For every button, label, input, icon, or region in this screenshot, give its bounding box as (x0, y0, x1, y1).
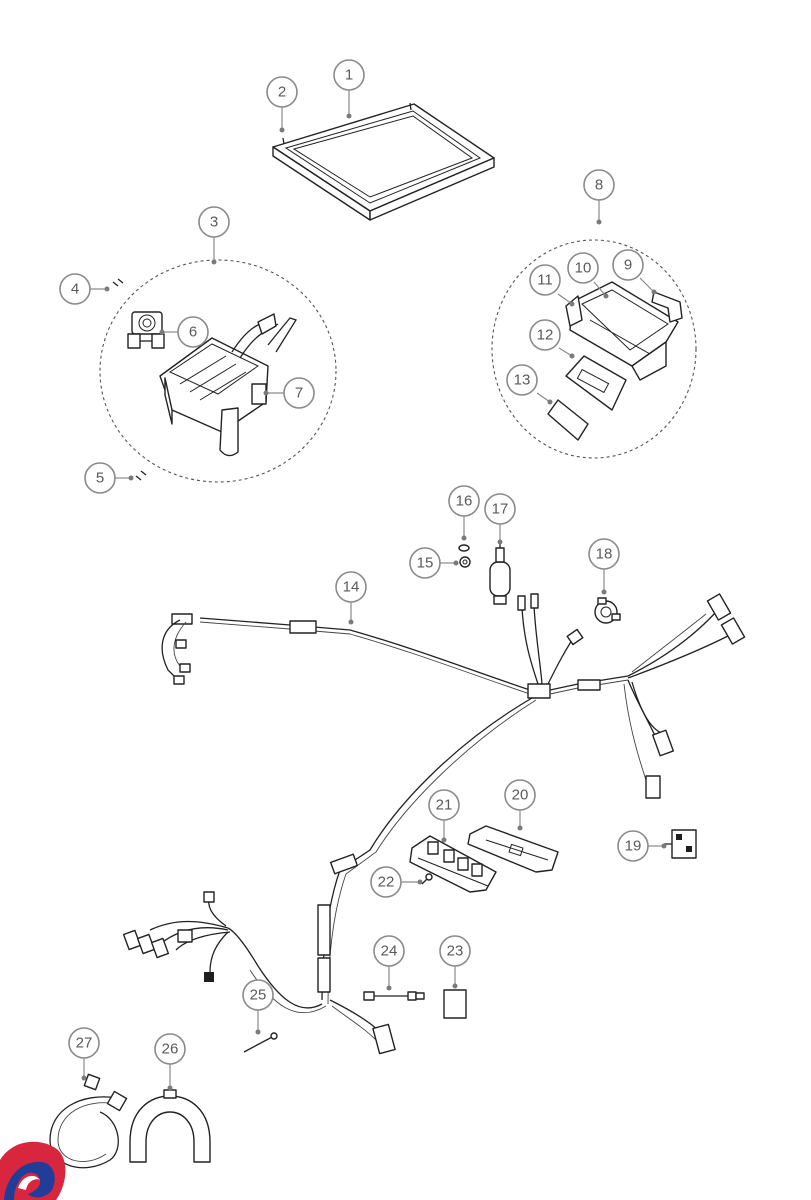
callout-10: 10 (567, 252, 599, 284)
part-label-23[interactable] (443, 989, 467, 1019)
part-main-wire-harness[interactable] (122, 593, 746, 1055)
part-screw-4[interactable] (112, 278, 124, 287)
svg-text:19: 19 (625, 838, 642, 855)
svg-text:18: 18 (596, 546, 613, 563)
part-bracket-9[interactable] (651, 291, 683, 323)
callout-5: 5 (84, 462, 116, 494)
svg-text:12: 12 (537, 327, 554, 344)
part-inlet-hose-27[interactable] (49, 1073, 128, 1169)
svg-text:11: 11 (537, 272, 553, 289)
svg-text:1: 1 (345, 67, 353, 84)
svg-text:8: 8 (595, 177, 603, 194)
callout-23: 23 (439, 935, 471, 967)
svg-text:13: 13 (514, 372, 531, 389)
svg-text:20: 20 (512, 787, 529, 804)
svg-text:26: 26 (162, 1041, 179, 1058)
svg-text:23: 23 (447, 943, 464, 960)
svg-text:7: 7 (295, 385, 303, 402)
part-top-panel[interactable] (272, 103, 495, 221)
callout-20: 20 (504, 779, 536, 811)
part-top-panel-screws[interactable] (282, 102, 412, 145)
part-transport-bracket-26[interactable] (129, 1089, 211, 1163)
callout-13: 13 (506, 364, 538, 396)
callout-1: 1 (333, 59, 365, 91)
svg-text:22: 22 (378, 874, 395, 891)
group-8-boundary (491, 239, 697, 459)
svg-text:9: 9 (624, 257, 632, 274)
part-pressure-switch-18[interactable] (594, 597, 621, 624)
callout-8: 8 (583, 169, 615, 201)
callout-4: 4 (59, 273, 91, 305)
svg-text:17: 17 (492, 501, 509, 518)
part-screw-22[interactable] (421, 873, 433, 885)
callout-11: 11 (529, 264, 561, 296)
callout-25: 25 (242, 979, 274, 1011)
callout-3: 3 (198, 206, 230, 238)
part-tie-25[interactable] (243, 1032, 278, 1053)
callout-27: 27 (68, 1027, 100, 1059)
callout-24: 24 (373, 935, 405, 967)
svg-text:16: 16 (456, 493, 473, 510)
svg-text:2: 2 (278, 84, 286, 101)
part-water-inlet-valve[interactable] (127, 311, 165, 349)
part-control-panel[interactable] (569, 281, 679, 381)
callout-14: 14 (335, 571, 367, 603)
svg-text:15: 15 (417, 555, 434, 572)
callout-2: 2 (266, 76, 298, 108)
callout-17: 17 (484, 493, 516, 525)
svg-text:10: 10 (575, 260, 592, 277)
svg-text:14: 14 (343, 579, 360, 596)
callout-22: 22 (370, 866, 402, 898)
callout-15: 15 (409, 547, 441, 579)
part-washer-16[interactable] (458, 544, 470, 552)
callout-16: 16 (448, 485, 480, 517)
svg-text:27: 27 (76, 1035, 93, 1052)
part-screw-5[interactable] (135, 470, 147, 481)
svg-text:21: 21 (436, 797, 453, 814)
callout-26: 26 (154, 1033, 186, 1065)
group-3-boundary (99, 259, 337, 483)
part-relay-19[interactable] (664, 829, 697, 859)
svg-text:24: 24 (381, 943, 398, 960)
brand-swirl-logo-icon (0, 1141, 66, 1200)
callout-19: 19 (617, 830, 649, 862)
part-capacitor-17[interactable] (489, 540, 511, 605)
leader-lines (81, 90, 667, 1091)
svg-text:4: 4 (71, 281, 79, 298)
part-detergent-dispenser[interactable] (159, 313, 297, 457)
part-washer-15[interactable] (459, 556, 471, 568)
callout-18: 18 (588, 538, 620, 570)
svg-text:3: 3 (210, 214, 218, 231)
callout-21: 21 (428, 789, 460, 821)
part-door-12[interactable] (565, 355, 627, 411)
callout-12: 12 (529, 319, 561, 351)
svg-text:5: 5 (96, 470, 104, 487)
part-cover-13[interactable] (547, 399, 589, 441)
svg-text:25: 25 (250, 987, 267, 1004)
part-sensor-24[interactable] (363, 991, 425, 1001)
callout-9: 9 (612, 249, 644, 281)
callout-7: 7 (283, 377, 315, 409)
svg-text:6: 6 (189, 324, 197, 341)
callout-6: 6 (177, 316, 209, 348)
part-pcb-cover-20[interactable] (467, 825, 559, 873)
part-pcb-21[interactable] (409, 835, 497, 893)
